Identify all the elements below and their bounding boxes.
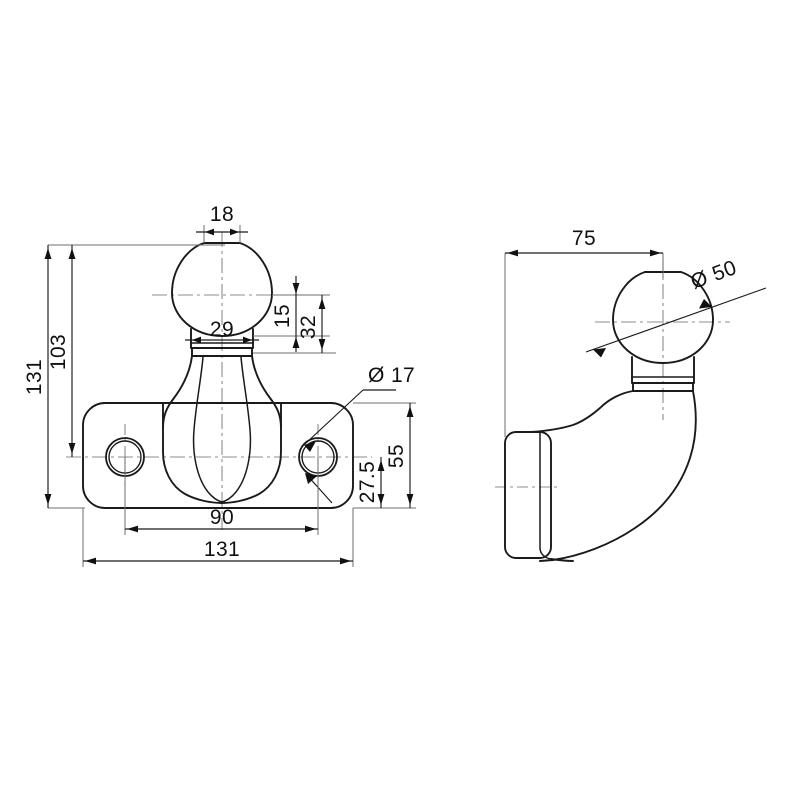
arrow-18-right <box>230 228 239 236</box>
dim-label-131-height: 131 <box>23 359 46 395</box>
arrow-15-top <box>292 283 300 294</box>
body-left-inner-blend <box>192 356 223 503</box>
dim-label-32: 32 <box>297 315 320 339</box>
dim-label-18: 18 <box>210 203 234 226</box>
arrow-dia50-upper <box>699 299 712 309</box>
arrow-103-bottom <box>68 443 76 454</box>
arrow-55-top <box>406 406 414 417</box>
arrow-131w-left <box>85 557 96 565</box>
arrow-131h-bottom <box>44 494 52 505</box>
side-flange-block <box>504 431 552 559</box>
arrow-75-left <box>507 249 518 257</box>
side-view-dimensions: 75 Ø 50 <box>504 227 767 437</box>
arrow-55-bottom <box>406 494 414 505</box>
ball-outline <box>171 242 273 337</box>
body-right-silhouette <box>221 355 282 504</box>
dim-label-103: 103 <box>47 334 70 370</box>
side-arm-outer-profile <box>539 390 697 562</box>
neck-collar-outline <box>190 328 254 349</box>
dim-label-75: 75 <box>572 227 596 250</box>
dim-label-90: 90 <box>210 506 234 529</box>
dimline-dia50 <box>585 287 767 353</box>
arrow-103-top <box>68 248 76 259</box>
arrow-29-left <box>192 336 201 344</box>
arrow-dia17-lower <box>305 473 317 484</box>
dim-label-29: 29 <box>210 318 234 341</box>
arrow-75-right <box>650 249 661 257</box>
arrow-18-left <box>205 228 214 236</box>
arrow-27-5-top <box>377 460 385 471</box>
side-neck-collar <box>631 356 695 384</box>
side-view <box>495 258 730 562</box>
side-ball-outline <box>612 271 714 364</box>
arrow-dia17-upper <box>304 441 316 452</box>
body-left-silhouette <box>162 355 223 504</box>
front-view-dimensions: 18 131 103 29 15 32 Ø 17 <box>23 203 416 567</box>
collar-lower-band <box>191 347 253 357</box>
arrow-32-bottom <box>318 339 326 350</box>
arrow-90-left <box>127 525 138 533</box>
arrow-27-5-bottom <box>377 494 385 505</box>
dim-label-dia17: Ø 17 <box>368 364 415 387</box>
front-view <box>66 232 372 530</box>
arrow-131h-top <box>44 248 52 259</box>
side-arm-upper-profile <box>515 390 634 433</box>
arrow-dia50-lower <box>593 348 606 358</box>
body-right-inner-blend <box>221 356 252 503</box>
arrow-15-bottom <box>292 337 300 348</box>
dim-label-131-width: 131 <box>204 538 240 561</box>
arrow-32-top <box>318 298 326 309</box>
mounting-plate-outline <box>82 402 354 509</box>
side-flange-arm-blend <box>550 558 574 562</box>
side-flange-inner-edge <box>539 432 552 560</box>
dim-label-55: 55 <box>385 444 408 468</box>
dim-label-dia50: Ø 50 <box>688 256 740 294</box>
side-collar-band <box>632 382 694 392</box>
leader-dia17-upper <box>304 389 364 445</box>
dim-label-15: 15 <box>271 304 294 328</box>
arrow-29-right <box>243 336 252 344</box>
arrow-90-right <box>305 525 316 533</box>
dim-label-27-5: 27.5 <box>356 461 379 503</box>
arrow-131w-right <box>340 557 351 565</box>
